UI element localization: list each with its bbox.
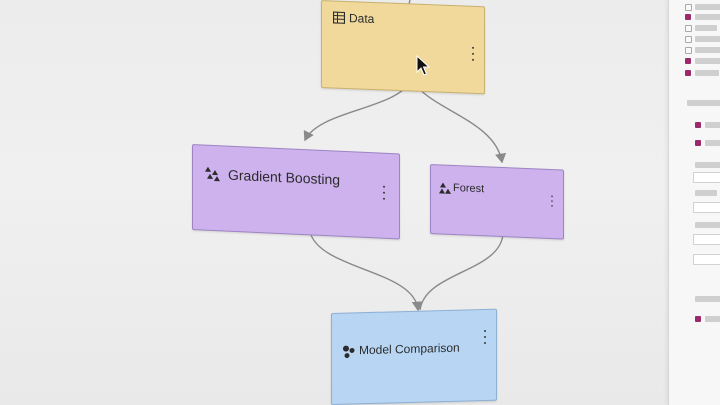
panel-input[interactable] <box>693 234 720 245</box>
panel-row <box>695 162 720 168</box>
node-model-comparison[interactable]: Model Comparison <box>331 308 497 405</box>
node-forest-label: Forest <box>453 181 485 196</box>
model-comparison-icon <box>343 345 355 359</box>
panel-checkbox[interactable] <box>685 14 691 20</box>
panel-checkbox[interactable] <box>685 25 692 32</box>
panel-row <box>695 36 720 42</box>
edge-gradient-boosting-to-model-comparison <box>309 231 423 312</box>
mouse-cursor-icon <box>416 55 430 76</box>
node-model-comparison-label: Model Comparison <box>359 340 460 358</box>
panel-checkbox[interactable] <box>685 4 692 11</box>
edge-forest-to-model-comparison <box>419 233 504 311</box>
panel-checkbox[interactable] <box>685 58 691 64</box>
panel-row <box>695 222 720 228</box>
panel-input[interactable] <box>693 254 720 265</box>
panel-row <box>705 316 720 322</box>
panel-checkbox[interactable] <box>685 36 692 43</box>
node-gradient-boosting-label: Gradient Boosting <box>228 166 341 188</box>
panel-checkbox[interactable] <box>695 140 701 146</box>
panel-row <box>695 58 720 64</box>
panel-row <box>695 25 717 31</box>
node-forest-menu-icon[interactable] <box>550 195 555 207</box>
panel-checkbox[interactable] <box>695 316 701 322</box>
node-forest[interactable]: Forest <box>430 164 564 240</box>
panel-row <box>705 122 720 128</box>
tree-icon <box>439 182 451 194</box>
node-gradient-boosting-menu-icon[interactable] <box>381 185 387 200</box>
panel-row <box>695 190 717 196</box>
panel-row <box>695 47 720 53</box>
panel-checkbox[interactable] <box>685 70 691 76</box>
node-gradient-boosting[interactable]: Gradient Boosting <box>192 144 400 240</box>
node-data[interactable]: Data <box>321 0 485 95</box>
panel-input[interactable] <box>693 202 720 213</box>
properties-panel[interactable] <box>668 0 720 405</box>
panel-row <box>695 70 719 76</box>
panel-row <box>705 140 720 146</box>
gradient-boosting-icon <box>205 166 220 182</box>
node-model-comparison-menu-icon[interactable] <box>482 329 488 344</box>
panel-input[interactable] <box>693 172 720 183</box>
table-icon <box>333 11 345 24</box>
panel-checkbox[interactable] <box>685 47 692 54</box>
node-data-menu-icon[interactable] <box>470 46 476 61</box>
panel-row <box>695 14 720 20</box>
panel-row <box>695 296 720 302</box>
panel-checkbox[interactable] <box>695 122 701 128</box>
node-data-label: Data <box>349 11 375 27</box>
panel-row <box>695 4 720 10</box>
panel-section-heading <box>687 100 720 106</box>
